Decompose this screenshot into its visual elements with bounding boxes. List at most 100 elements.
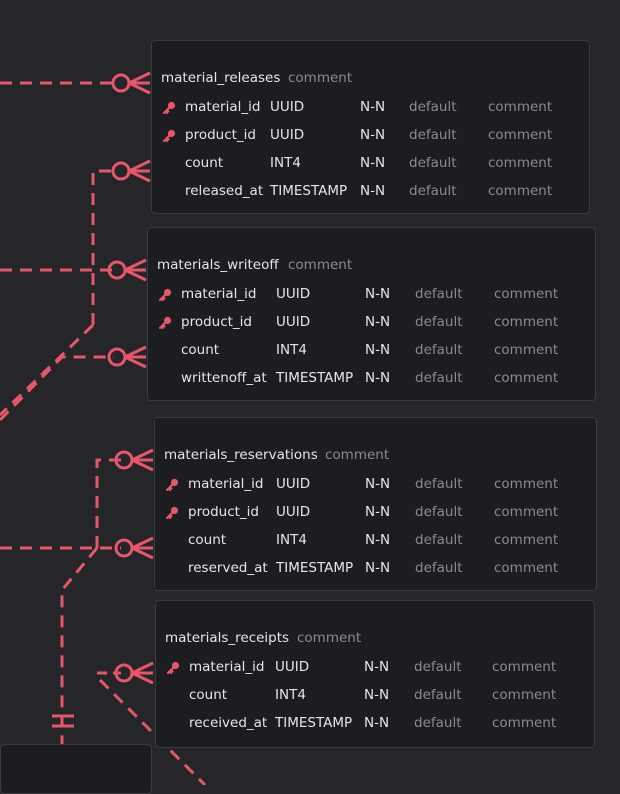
column-name: reserved_at (188, 560, 268, 576)
column-nullable: N-N (365, 476, 391, 492)
column-default: default (415, 504, 463, 520)
column-nullable: N-N (360, 155, 386, 171)
column-name: count (185, 155, 224, 171)
column-name: product_id (188, 504, 259, 520)
column-row[interactable]: count INT4 N-N default comment (155, 530, 596, 550)
column-type: UUID (276, 476, 311, 492)
column-default: default (415, 476, 463, 492)
column-default: default (414, 659, 462, 675)
column-type: INT4 (276, 532, 307, 548)
column-name: product_id (181, 314, 252, 330)
column-default: default (415, 342, 463, 358)
column-type: UUID (275, 659, 310, 675)
relation-line (91, 169, 118, 325)
crows-foot-icon (114, 661, 154, 685)
column-comment: comment (494, 342, 559, 358)
column-default: default (409, 127, 457, 143)
column-nullable: N-N (365, 342, 391, 358)
column-default: default (409, 99, 457, 115)
table-card-partial[interactable] (0, 744, 152, 794)
column-comment: comment (494, 286, 559, 302)
column-default: default (415, 532, 463, 548)
column-nullable: N-N (364, 715, 390, 731)
relation-line (95, 458, 121, 548)
column-nullable: N-N (365, 504, 391, 520)
column-comment: comment (494, 476, 559, 492)
column-type: TIMESTAMP (275, 715, 353, 731)
column-default: default (415, 286, 463, 302)
primary-key-icon (158, 287, 172, 302)
column-type: TIMESTAMP (276, 560, 354, 576)
column-row[interactable]: material_id UUID N-N default comment (155, 474, 596, 494)
column-name: material_id (185, 99, 261, 115)
column-comment: comment (492, 687, 557, 703)
column-default: default (414, 687, 462, 703)
column-name: material_id (188, 476, 264, 492)
column-comment: comment (488, 99, 553, 115)
column-default: default (409, 183, 457, 199)
table-name: materials_writeoff (157, 257, 279, 273)
table-comment: comment (288, 70, 353, 86)
column-type: UUID (270, 127, 305, 143)
column-type: INT4 (270, 155, 301, 171)
column-name: writtenoff_at (181, 370, 267, 386)
primary-key-icon (165, 505, 179, 520)
relation-line (0, 323, 95, 417)
crows-foot-icon (114, 536, 154, 560)
column-default: default (414, 715, 462, 731)
column-comment: comment (494, 314, 559, 330)
column-nullable: N-N (365, 370, 391, 386)
primary-key-icon (166, 660, 180, 675)
relation-line (98, 678, 207, 785)
crows-foot-icon (107, 258, 147, 282)
column-nullable: N-N (360, 99, 386, 115)
column-name: product_id (185, 127, 256, 143)
column-default: default (415, 370, 463, 386)
column-type: INT4 (276, 342, 307, 358)
column-nullable: N-N (360, 127, 386, 143)
table-comment: comment (297, 630, 362, 646)
primary-key-icon (158, 315, 172, 330)
one-bar-icon (52, 714, 74, 728)
column-nullable: N-N (365, 532, 391, 548)
column-type: INT4 (275, 687, 306, 703)
table-comment: comment (288, 257, 353, 273)
column-comment: comment (492, 715, 557, 731)
column-comment: comment (488, 183, 553, 199)
column-type: UUID (276, 286, 311, 302)
column-name: material_id (189, 659, 265, 675)
column-comment: comment (488, 127, 553, 143)
column-row[interactable]: product_id UUID N-N default comment (152, 125, 589, 145)
column-row[interactable]: reserved_at TIMESTAMP N-N default comment (155, 558, 596, 578)
column-comment: comment (494, 560, 559, 576)
table-name: materials_receipts (165, 630, 290, 646)
column-nullable: N-N (365, 560, 391, 576)
table-name: material_releases (161, 70, 281, 86)
column-comment: comment (494, 504, 559, 520)
column-comment: comment (494, 370, 559, 386)
column-nullable: N-N (365, 314, 391, 330)
column-default: default (415, 314, 463, 330)
column-name: released_at (185, 183, 264, 199)
column-comment: comment (494, 532, 559, 548)
crows-foot-icon (107, 345, 147, 369)
column-default: default (415, 560, 463, 576)
column-nullable: N-N (364, 687, 390, 703)
column-name: count (188, 532, 227, 548)
